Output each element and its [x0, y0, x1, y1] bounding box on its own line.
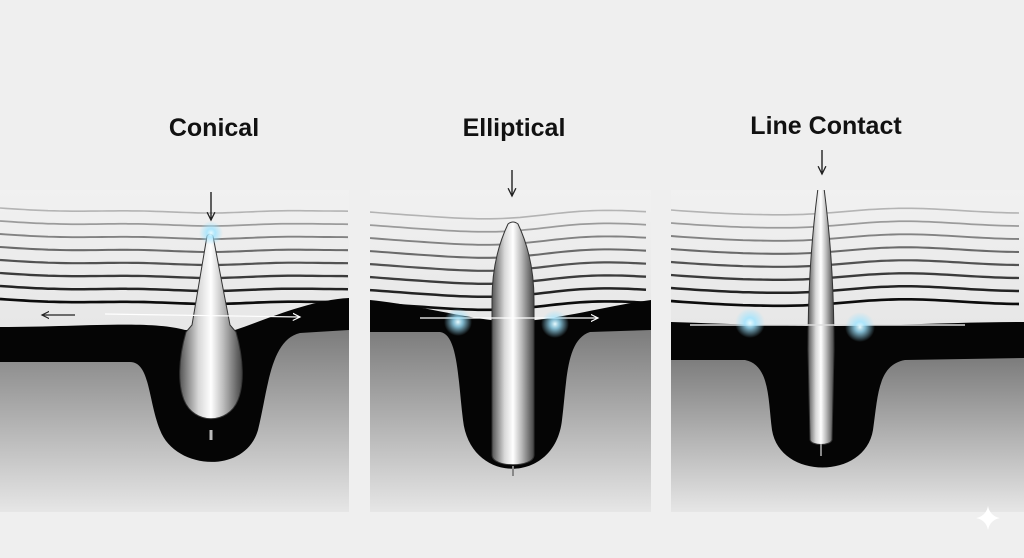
groove-line	[370, 209, 647, 220]
arrow-right	[104, 314, 300, 317]
contact-glow	[541, 310, 569, 338]
line-contact-stylus	[807, 190, 835, 445]
groove-line	[0, 233, 349, 240]
groove-line	[671, 246, 1020, 255]
contact-glow	[845, 312, 875, 342]
groove-line	[0, 258, 349, 267]
groove-line	[671, 272, 1020, 281]
groove-line	[671, 259, 1020, 268]
contact-glow	[735, 308, 765, 338]
sparkle-icon	[976, 506, 1000, 530]
contact-glow	[444, 308, 472, 336]
groove-line	[671, 220, 1020, 229]
groove-line	[671, 297, 1020, 308]
groove-line	[0, 245, 349, 254]
groove-line	[0, 207, 349, 214]
groove-line	[0, 284, 349, 293]
panel-conical	[0, 190, 349, 512]
groove-line	[671, 285, 1020, 295]
panel-title-elliptical: Elliptical	[463, 114, 566, 142]
vinyl-surface	[370, 330, 651, 512]
groove-line	[0, 297, 349, 306]
panel-title-conical: Conical	[169, 114, 259, 142]
groove-line	[0, 220, 349, 227]
groove-line	[671, 233, 1020, 242]
groove-line	[0, 271, 349, 280]
groove-line	[671, 207, 1020, 216]
panel-title-line-contact: Line Contact	[750, 112, 902, 140]
panel-line-contact	[671, 190, 1024, 512]
vinyl-surface	[671, 358, 1024, 512]
groove-lines	[0, 207, 349, 306]
elliptical-stylus	[491, 221, 535, 466]
panel-elliptical	[370, 190, 651, 512]
contact-glow	[199, 221, 223, 245]
groove-lines	[671, 207, 1020, 308]
vinyl-surface	[0, 330, 349, 512]
